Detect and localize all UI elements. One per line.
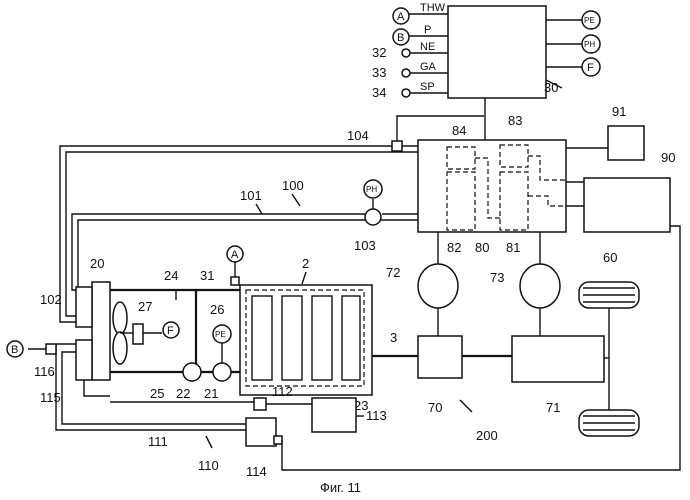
ref-22: 22 — [176, 386, 190, 401]
ref-60: 60 — [603, 250, 617, 265]
ref-21: 21 — [204, 386, 218, 401]
ref-114: 114 — [246, 464, 267, 479]
ref-100: 100 — [282, 178, 304, 193]
ref-3: 3 — [390, 330, 397, 345]
mg-73 — [520, 264, 560, 308]
ref-73: 73 — [490, 270, 504, 285]
mg-72 — [418, 264, 458, 308]
input-thw-label: THW — [420, 2, 446, 14]
figure-caption: Фиг. 11 — [320, 480, 361, 495]
ref-27: 27 — [138, 299, 152, 314]
line-112-riser — [84, 380, 110, 396]
output-f-label: F — [587, 62, 594, 74]
ref-110: 110 — [198, 458, 219, 473]
ref-31: 31 — [200, 268, 214, 283]
ref-82: 82 — [447, 240, 461, 255]
ref-91: 91 — [612, 104, 626, 119]
connector-pe-pump-label: PE — [215, 330, 226, 339]
input-ga-label: GA — [420, 61, 437, 73]
ref-103: 103 — [354, 238, 376, 253]
engine-2 — [240, 285, 372, 395]
ref-72: 72 — [386, 265, 400, 280]
ref-101: 101 — [240, 188, 262, 203]
connector-f-fan-label: F — [167, 325, 174, 337]
input-ne-label: NE — [420, 41, 435, 53]
canister-113 — [312, 398, 356, 432]
ref-84: 84 — [452, 123, 466, 138]
connector-a-label: A — [397, 11, 405, 23]
sensor-34 — [402, 89, 410, 97]
heater-112 — [254, 398, 266, 410]
sensor-33-ref: 33 — [372, 65, 386, 80]
ref-200: 200 — [476, 428, 498, 443]
sensor-32 — [402, 49, 410, 57]
ref-104: 104 — [347, 128, 369, 143]
sensor-116 — [46, 344, 56, 354]
gear-70 — [418, 336, 462, 378]
sensor-104 — [392, 141, 402, 151]
unit-91 — [608, 126, 644, 160]
arrow-200 — [460, 400, 472, 412]
ref-70: 70 — [428, 400, 442, 415]
pump-21 — [213, 363, 231, 381]
ecu-box — [448, 6, 546, 98]
sensor-34-ref: 34 — [372, 85, 386, 100]
connector-b-label: B — [397, 32, 404, 44]
ref-26: 26 — [210, 302, 224, 317]
sensor-31 — [231, 277, 239, 285]
engine-leader — [302, 272, 306, 284]
input-p-label: P — [424, 24, 431, 36]
ecu-ref: 30 — [544, 80, 558, 95]
ref-71: 71 — [546, 400, 560, 415]
input-sp-label: SP — [420, 81, 435, 93]
sensor-104-ecu-link — [397, 116, 484, 141]
thermostat-22 — [183, 363, 201, 381]
output-pe-label: PE — [584, 16, 595, 25]
ref-113: 113 — [366, 408, 387, 423]
arrow-110 — [206, 436, 212, 448]
ref-20: 20 — [90, 256, 104, 271]
line-101-outer — [72, 214, 365, 290]
ref-115: 115 — [40, 390, 61, 405]
transaxle-71 — [512, 336, 604, 382]
connector-a-engine-label: A — [231, 249, 239, 261]
sensor-32-ref: 32 — [372, 45, 386, 60]
tank-114-port — [274, 436, 282, 444]
connector-b-sensor-label: B — [11, 344, 18, 356]
ref-80: 80 — [475, 240, 489, 255]
arrow-100 — [292, 194, 300, 206]
output-ph-label: PH — [584, 40, 595, 49]
radiator-102 — [76, 287, 92, 327]
radiator-20 — [92, 282, 110, 380]
tank-114 — [246, 418, 276, 446]
connector-ph-pump-label: PH — [366, 185, 377, 194]
ref-81: 81 — [506, 240, 520, 255]
ref-102: 102 — [40, 292, 62, 307]
ref-2: 2 — [302, 256, 309, 271]
ref-90: 90 — [661, 150, 675, 165]
ref-24: 24 — [164, 268, 178, 283]
ref-112: 112 — [272, 384, 293, 399]
ecu-outputs: PE PH F — [546, 11, 600, 76]
pump-103 — [365, 209, 381, 225]
sensor-33 — [402, 69, 410, 77]
ref-111: 111 — [148, 434, 168, 449]
ref-101-leader — [256, 204, 262, 214]
fan-blade-bottom — [113, 332, 127, 364]
ref-25: 25 — [150, 386, 164, 401]
battery-90 — [584, 178, 670, 232]
ref-83: 83 — [508, 113, 522, 128]
fan-blade-top — [113, 302, 127, 334]
radiator-115 — [76, 340, 92, 380]
line-101-inner — [78, 220, 365, 287]
fan-motor — [133, 324, 143, 344]
ecu-inputs: A THW B P 32 NE 33 GA 34 SP — [372, 2, 448, 100]
ref-116: 116 — [34, 364, 55, 379]
